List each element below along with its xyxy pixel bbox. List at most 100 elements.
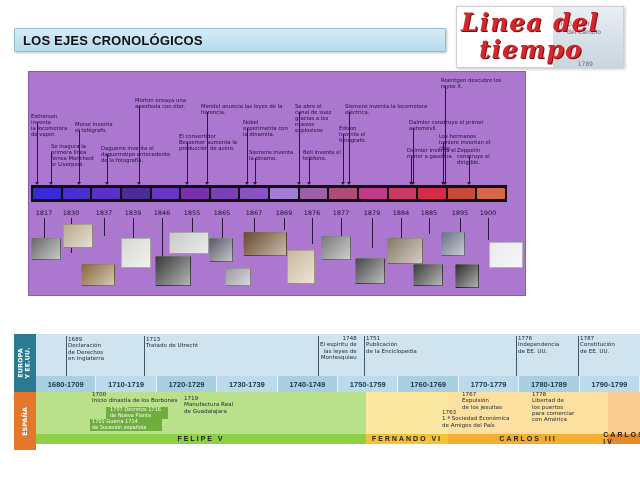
logo-word-1: Linea del — [461, 8, 599, 37]
europe-event-tick — [318, 336, 319, 376]
decade-cell: 1780-1789 — [519, 376, 580, 392]
timeline-event-connector — [137, 106, 141, 185]
timeline-year: 1895 — [451, 209, 469, 217]
europe-event-text: 1787 Constitución de EE. UU. — [580, 336, 615, 355]
timeline-event-connector — [341, 134, 345, 185]
timeline-year-connector — [104, 218, 105, 236]
timeline-year-connector — [222, 218, 223, 252]
reign-bar: CARLOS IV — [603, 432, 640, 446]
timeline-segment — [240, 188, 268, 199]
spain-event-text: 1701 Guerra 1714 de Sucesión española — [92, 419, 147, 431]
linea-del-tiempo-logo: El Gobierno del Cambio 1789 Linea del ti… — [456, 6, 624, 68]
timeline-year-connector — [133, 218, 134, 246]
spain-events-area — [36, 392, 640, 440]
timeline-event-text: Bell inventa el teléfono. — [303, 150, 341, 162]
timeline-event-connector — [49, 152, 53, 185]
europe-event-tick — [364, 336, 365, 376]
timeline-event-text: Mendel anuncia las leyes de la herencia. — [201, 104, 283, 116]
decade-cell: 1720-1729 — [156, 376, 218, 392]
timeline-event-text: Estherson inventa la locomotora de vapor… — [31, 114, 68, 138]
timeline-segment — [151, 188, 180, 199]
timeline-year-connector — [341, 218, 342, 238]
timeline-event-text: Roentgen descubre los rayos X. — [441, 78, 502, 90]
timeline-segment — [299, 188, 328, 199]
timeline-event-text: Daguerre inventa el daguerrotipo anteced… — [101, 146, 171, 164]
europe-event-tick — [144, 336, 145, 376]
timeline-year-connector — [254, 218, 255, 240]
timeline-bar — [31, 185, 507, 202]
spain-event-text: 1778 Libertad de los puertos para comerc… — [532, 392, 575, 424]
invention-image — [155, 256, 191, 286]
timeline-segment — [121, 188, 150, 199]
invention-image — [387, 238, 423, 264]
timeline-event-connector — [467, 156, 471, 185]
timeline-year-connector — [312, 218, 313, 244]
timeline-year: 1817 — [35, 209, 53, 217]
timeline-event-text: Morse inventa el telégrafo. — [75, 122, 113, 134]
spain-event-text: 1707 Decretos 1716 de Nueva Planta — [110, 407, 161, 419]
spain-event-text: 1763 1.ª Sociedad Económica de Amigos de… — [442, 410, 510, 429]
timeline-event-text: Siemens inventa la dinamo. — [249, 150, 294, 162]
timeline-event-text: Se inagura la primera línea férrea Manch… — [51, 144, 94, 168]
spain-period-bar — [106, 407, 168, 419]
timeline-event-connector — [77, 130, 81, 185]
side-label-espana: ESPAÑA — [14, 392, 36, 450]
timeline-event-connector — [441, 142, 445, 185]
timeline-event-connector — [307, 158, 311, 185]
timeline-segment — [33, 188, 61, 199]
invention-image — [169, 232, 209, 254]
timeline-segment — [388, 188, 417, 199]
timeline-event-text: Daimler construye el primer automóvil. — [409, 120, 484, 132]
decade-cell: 1760-1769 — [398, 376, 459, 392]
timeline-segment — [477, 188, 505, 199]
timeline-event-text: Daimler inventa el motor a gasolina. — [407, 148, 456, 160]
timeline-year: 1867 — [245, 209, 263, 217]
decade-cell: 1790-1799 — [579, 376, 640, 392]
timeline-year-connector — [284, 218, 285, 230]
timeline-event-connector — [411, 128, 415, 185]
timeline-year: 1877 — [332, 209, 350, 217]
timeline-segment — [62, 188, 91, 199]
invention-image — [489, 242, 523, 268]
invention-image — [243, 232, 287, 256]
europe-event-text: 1776 Independencia de EE. UU. — [518, 336, 560, 355]
timeline-year: 1837 — [95, 209, 113, 217]
timeline-year: 1869 — [275, 209, 293, 217]
europe-event-text: 1713 Tratado de Utrecht — [146, 337, 199, 350]
logo-bg-text-3: 1789 — [577, 61, 593, 68]
europe-event-tick — [516, 336, 517, 376]
timeline-event-connector — [35, 122, 39, 185]
timeline-year: 1879 — [363, 209, 381, 217]
europe-event-tick — [66, 336, 67, 376]
invention-image — [31, 238, 61, 260]
timeline-event-connector — [105, 154, 109, 185]
timeline-event-connector — [253, 158, 257, 185]
timeline-event-text: Zeppelin construye el dirigible. — [457, 148, 490, 166]
timeline-event-text: Se abre el canal de suez gracias a los n… — [295, 104, 332, 134]
timeline-year-connector — [429, 218, 430, 234]
timeline-year: 1855 — [183, 209, 201, 217]
timeline-year: 1885 — [420, 209, 438, 217]
spain-event-text: 1700 Inicio dinastía de los Borbones — [92, 392, 178, 405]
invention-image — [287, 250, 315, 284]
timeline-event-text: Edison inventa el fonógrafo. — [339, 126, 367, 144]
invention-image — [209, 238, 233, 262]
timeline-year-connector — [488, 218, 489, 240]
side-label-europa: EUROPA Y EE.UU. — [14, 334, 36, 392]
timeline-segment — [329, 188, 357, 199]
timeline-year: 1876 — [303, 209, 321, 217]
timeline-year: 1865 — [213, 209, 231, 217]
europe-event-text: 1751 Publicación de la Enciclopedia — [366, 336, 417, 355]
invention-image — [413, 264, 443, 286]
decade-cell: 1770-1779 — [458, 376, 520, 392]
logo-word-2: tiempo — [479, 35, 583, 64]
timeline-segment — [210, 188, 239, 199]
reign-bar: FELIPE V — [36, 434, 366, 444]
timeline-segment — [358, 188, 387, 199]
timeline-event-connector — [297, 112, 301, 185]
timeline-year: 1839 — [124, 209, 142, 217]
page-title-bar: LOS EJES CRONOLÓGICOS — [14, 28, 446, 52]
decade-cell: 1680-1709 — [36, 376, 97, 392]
